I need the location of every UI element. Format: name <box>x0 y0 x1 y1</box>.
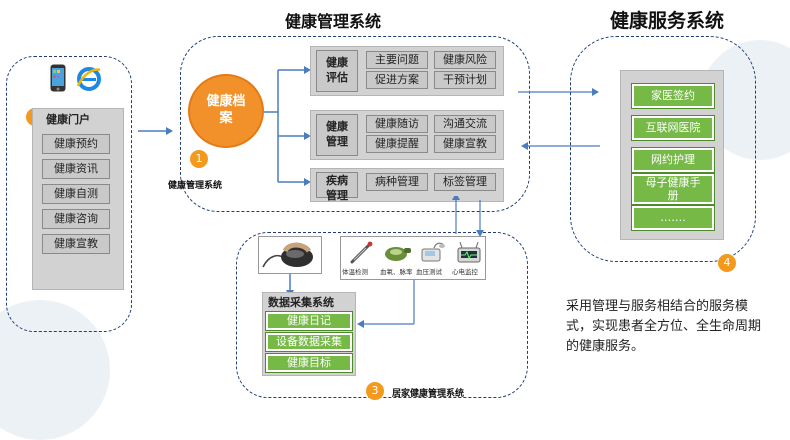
home-region <box>236 232 528 398</box>
core-item[interactable]: 病种管理 <box>366 173 428 191</box>
service-item[interactable]: 家医签约 <box>631 83 715 109</box>
home-badge: 3 <box>366 382 384 400</box>
health-service-title: 健康服务系统 <box>610 10 725 32</box>
portal-region <box>6 56 132 332</box>
service-note: 采用管理与服务相结合的服务模式，实现患者全方位、全生命周期的健康服务。 <box>566 299 762 354</box>
service-item[interactable]: 母子健康手 册 <box>631 173 715 205</box>
core-region <box>180 36 530 212</box>
ie-browser-icon <box>76 66 102 92</box>
home-caption: 居家健康管理系统 <box>392 389 465 399</box>
core-branch-connectors <box>264 66 311 186</box>
portal-title: 健康门户 <box>46 113 90 126</box>
core-item[interactable]: 沟通交流 <box>434 115 496 133</box>
health-archive-node[interactable]: 健康档 案 <box>188 74 264 148</box>
service-item[interactable]: 网约护理 <box>631 147 715 173</box>
service-region <box>570 36 756 262</box>
core-item[interactable]: 干预计划 <box>434 71 496 89</box>
core-group-label[interactable]: 疾病 管理 <box>316 172 358 202</box>
core-item[interactable]: 促进方案 <box>366 71 428 89</box>
smartphone-icon <box>50 64 66 92</box>
thermometer-icon <box>348 240 374 268</box>
service-badge: 4 <box>718 254 736 272</box>
mouse-device <box>258 236 322 274</box>
portal-item[interactable]: 健康宣教 <box>42 234 110 254</box>
device-label: 心电监控 <box>452 268 478 276</box>
device-label: 体温检测 <box>342 268 368 276</box>
core-item[interactable]: 健康风险 <box>434 51 496 69</box>
core-item[interactable]: 健康提醒 <box>366 135 428 153</box>
blood-pressure-icon <box>420 240 446 268</box>
core-badge: 1 <box>190 150 208 168</box>
health-mgmt-title: 健康管理系统 <box>285 12 382 31</box>
core-service-arrows <box>518 88 600 150</box>
collect-title: 数据采集系统 <box>268 296 334 309</box>
portal-item[interactable]: 健康预约 <box>42 134 110 154</box>
mouse-icon <box>262 242 313 268</box>
service-item[interactable]: 互联网医院 <box>631 115 715 141</box>
device-collect-arrows <box>286 196 484 328</box>
portal-to-core-arrow <box>138 127 173 135</box>
portal-item[interactable]: 健康咨询 <box>42 209 110 229</box>
portal-item[interactable]: 健康资讯 <box>42 159 110 179</box>
device-label: 血氧、脉率 <box>380 268 413 276</box>
ecg-monitor-icon <box>456 240 482 268</box>
core-item[interactable]: 健康随访 <box>366 115 428 133</box>
core-caption: 健康管理系统 <box>168 181 223 191</box>
core-group-label[interactable]: 健康 评估 <box>316 50 358 92</box>
service-item[interactable]: ……. <box>631 205 715 231</box>
collect-item[interactable]: 设备数据采集 <box>265 332 353 352</box>
core-item[interactable]: 标签管理 <box>434 173 496 191</box>
device-label: 血压测试 <box>416 268 442 276</box>
core-item[interactable]: 健康宣教 <box>434 135 496 153</box>
health-archive-label: 健康档 案 <box>206 94 246 126</box>
collect-item[interactable]: 健康目标 <box>265 353 353 373</box>
collect-item[interactable]: 健康日记 <box>265 311 353 331</box>
oximeter-icon <box>384 242 412 266</box>
core-group-label[interactable]: 健康 管理 <box>316 114 358 156</box>
portal-item[interactable]: 健康自测 <box>42 184 110 204</box>
core-item[interactable]: 主要问题 <box>366 51 428 69</box>
